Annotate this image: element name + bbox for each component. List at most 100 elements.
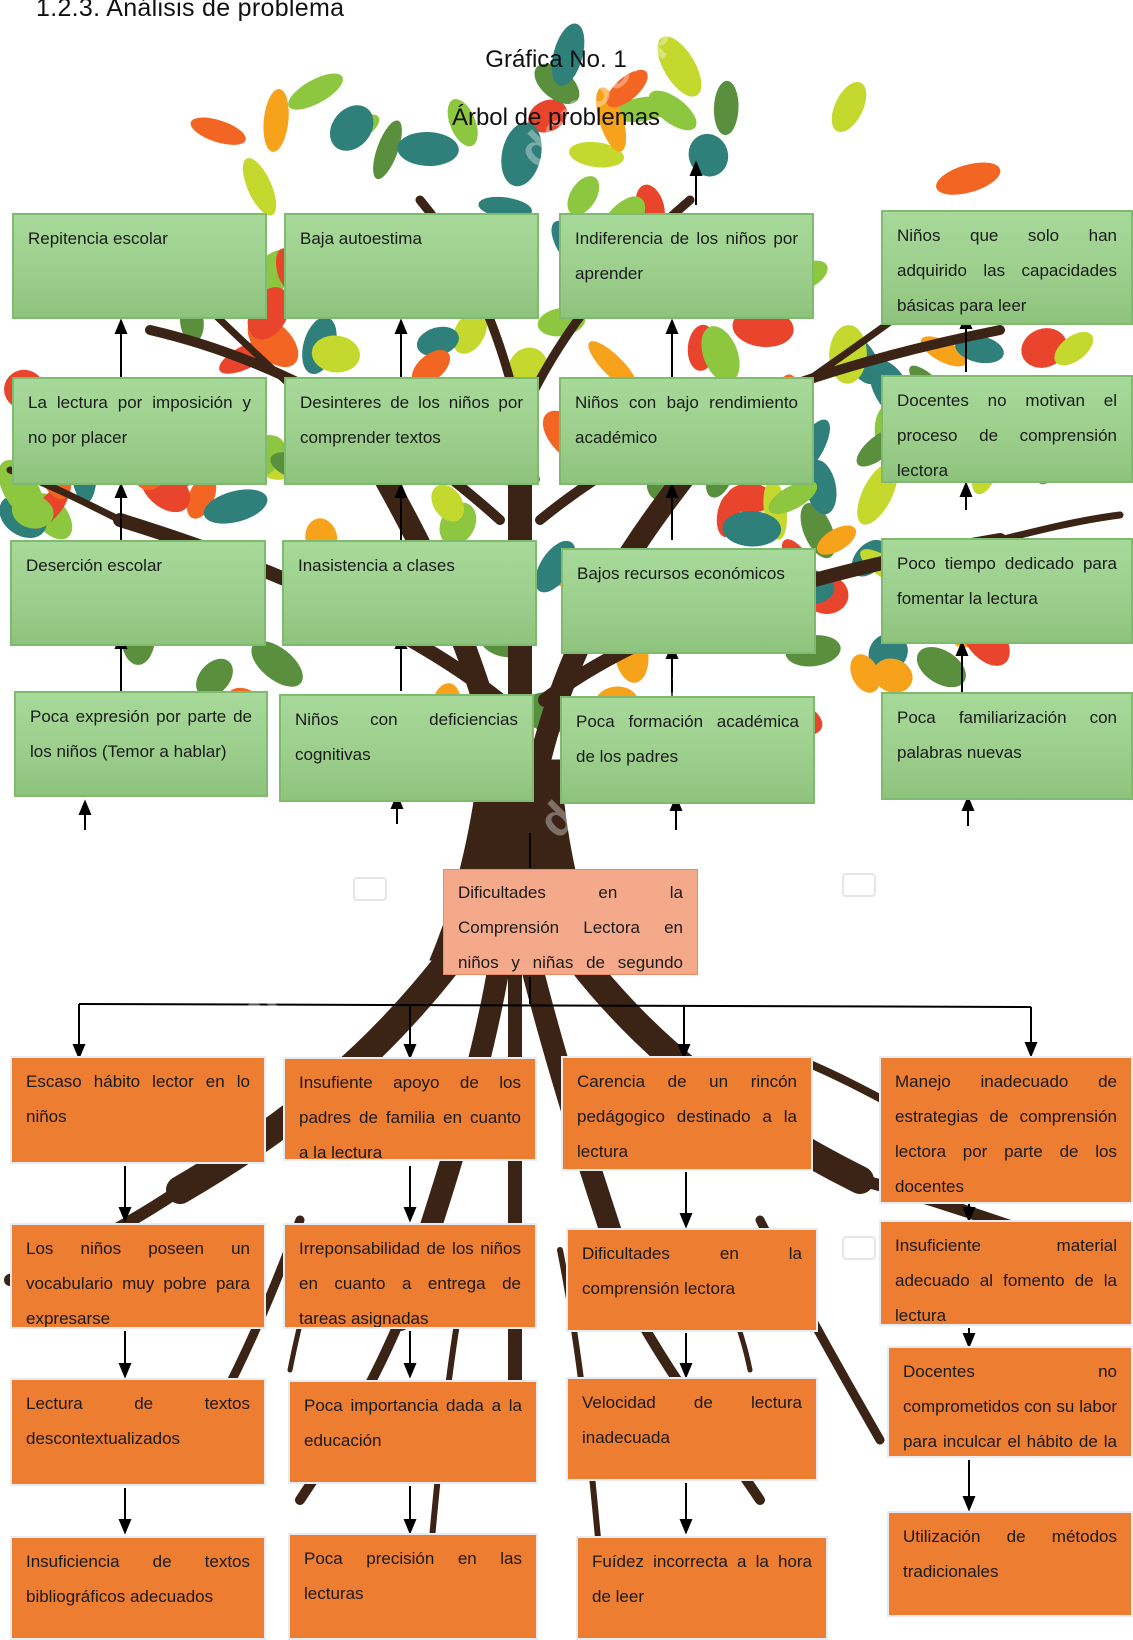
leaf [329,105,374,151]
leaf [936,162,1001,195]
arrowhead-up [689,160,703,176]
arrowhead-up [114,318,128,334]
arrowhead-down [403,1044,417,1060]
cause-box: Los niños poseen un vocabulario muy pobr… [10,1223,266,1329]
arrowhead-up [665,318,679,334]
leaf [713,80,739,136]
effect-box: Niños con deficiencias cognitivas [279,694,534,802]
leaf [657,36,702,97]
leaf [288,73,343,110]
camera-watermark-icon [842,873,876,897]
leaf [528,99,568,133]
arrowhead-up [78,799,92,815]
cause-box: Dificultades en la comprensión lectora [566,1228,818,1332]
arrowhead-down [118,1207,132,1223]
leaf [196,658,233,698]
figure-number: Gráfica No. 1 [485,46,627,73]
arrowhead-up [959,481,973,497]
arrowhead-down [962,1496,976,1512]
effect-box: Poco tiempo dedicado para fomentar la le… [881,538,1133,644]
leaf [311,335,360,373]
effect-box: La lectura por imposición y no por place… [12,377,267,485]
leaf [447,99,478,147]
cause-box: Utilización de métodos tradicionales [887,1511,1133,1617]
effect-box: Inasistencia a clases [282,540,537,646]
leaf [203,489,268,524]
leaf [596,87,627,152]
arrowhead-up [665,482,679,498]
leaf [701,326,740,383]
arrowhead-down [679,1213,693,1229]
effect-box: Indiferencia de los niños por aprender [559,213,814,319]
cause-box: Escaso hábito lector en lo niños [10,1056,266,1164]
leaf [397,131,459,167]
leaf [251,641,303,687]
central-problem-box: Dificultades en la Comprensión Lectora e… [443,869,698,975]
arrowhead-up [961,795,975,811]
arrowhead-down [1024,1042,1038,1058]
arrowhead-down [403,1519,417,1535]
cause-box: Lectura de textos descontextualizados [10,1378,266,1486]
cause-box: Fuídez incorrecta a la hora de leer [576,1536,828,1640]
arrowhead-down [72,1044,86,1060]
leaf [688,133,729,177]
leaf [501,122,542,187]
effect-box: Desinteres de los niños por comprender t… [284,377,539,485]
leaf [569,141,624,168]
arrowhead-up [669,795,683,811]
leaf [955,335,1004,364]
leaf [416,326,459,357]
leaf [916,647,966,688]
arrowhead-up [955,640,969,656]
figure-title: Árbol de problemas [451,104,661,131]
effect-box: Poca formación académica de los padres [560,696,815,804]
leaf [722,511,782,547]
arrowhead-down [403,1363,417,1379]
leaf [612,96,673,123]
cause-distribution-line [78,1003,1032,1008]
leaf [242,158,277,216]
leaf [831,81,867,133]
effect-box: Baja autoestima [284,213,539,319]
leaf [606,69,648,108]
cause-box: Carencia de un rincón pedágogico destina… [561,1056,813,1171]
effect-box: Poca familiarización con palabras nuevas [881,692,1133,800]
arrowhead-up [394,318,408,334]
effect-box: Docentes no motivan el proceso de compre… [881,375,1133,483]
cause-box: Docentes no comprometidos con su labor p… [887,1346,1133,1458]
camera-watermark-icon [842,1236,876,1260]
cause-box: Irreponsabilidad de los niños en cuanto … [283,1223,537,1329]
arrowhead-down [118,1519,132,1535]
leaf [551,23,585,86]
cause-box: Manejo inadecuado de estrategias de comp… [879,1056,1133,1204]
arrowhead-up [390,793,404,809]
effect-box: Bajos recursos económicos [561,548,816,654]
leaf [11,494,54,529]
section-heading: 1.2.3. Análisis de problema [36,0,345,22]
cause-box: Poca precisión en las lecturas [288,1533,538,1640]
camera-watermark-icon [353,877,387,901]
leaf [263,88,289,152]
effect-box: Repitencia escolar [12,213,267,319]
effect-box: Niños que solo han adquirido las capacid… [881,210,1133,325]
arrowhead-down [962,1207,976,1223]
arrowhead-down [118,1363,132,1379]
effect-box: Deserción escolar [10,540,266,646]
leaf [431,484,465,522]
arrowhead-down [962,1333,976,1349]
leaf [873,658,913,693]
leaf [1054,331,1094,366]
cause-box: Insuficiente material adecuado al foment… [879,1220,1133,1326]
cause-box: Velocidad de lectura inadecuada [566,1377,818,1481]
effect-box: Poca expresión por parte de los niños (T… [14,691,268,797]
leaf [373,120,402,180]
arrowhead-down [679,1363,693,1379]
arrowhead-up [114,482,128,498]
cause-box: Poca importancia dada a la educación [288,1380,538,1484]
cause-box: Insufiente apoyo de los padres de famili… [283,1057,537,1161]
arrowhead-up [394,482,408,498]
leaf [452,310,488,354]
leaf [411,349,451,385]
leaf [567,176,600,216]
